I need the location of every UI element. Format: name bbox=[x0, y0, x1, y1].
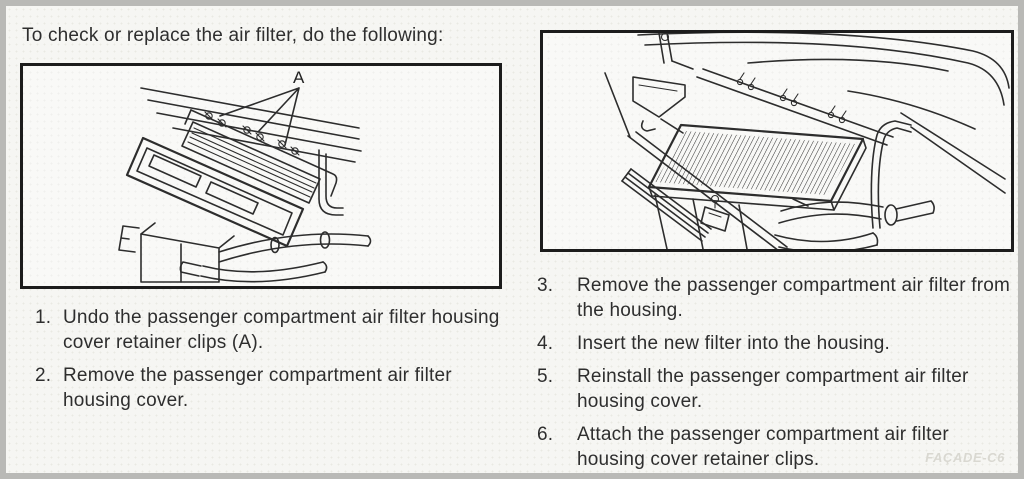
step-item-6: 6. Attach the passenger compartment air … bbox=[537, 422, 1015, 472]
step-text: Remove the passenger compartment air fil… bbox=[577, 275, 1011, 321]
step-number: 1. bbox=[35, 307, 52, 328]
step-number: 4. bbox=[537, 333, 554, 354]
air-filter-cover-illustration: A bbox=[118, 68, 372, 283]
step-item-2: 2. Remove the passenger compartment air … bbox=[35, 363, 501, 413]
steps-list-right: 3. Remove the passenger compartment air … bbox=[537, 273, 1015, 473]
retainer-clips bbox=[204, 111, 300, 156]
step-item-1: 1. Undo the passenger compartment air fi… bbox=[35, 305, 501, 355]
hoses bbox=[179, 231, 372, 283]
filter-slot-strip bbox=[181, 121, 321, 204]
step-text: Reinstall the passenger compartment air … bbox=[577, 366, 969, 412]
callout-a: A bbox=[219, 68, 305, 146]
hoses bbox=[774, 200, 935, 249]
watermark: FAÇADE-C6 bbox=[925, 450, 1005, 465]
left-bracket bbox=[604, 72, 686, 138]
step-item-4: 4. Insert the new filter into the housin… bbox=[537, 331, 1015, 356]
step-number: 5. bbox=[537, 366, 554, 387]
step-text: Insert the new filter into the housing. bbox=[577, 333, 891, 354]
callout-a-label: A bbox=[293, 68, 305, 87]
housing-edge-clips bbox=[696, 68, 894, 146]
steps-list-left: 1. Undo the passenger compartment air fi… bbox=[35, 305, 501, 421]
air-filter bbox=[647, 123, 867, 211]
housing-cover bbox=[125, 136, 305, 248]
right-panel-lines bbox=[847, 90, 1006, 194]
step-text: Undo the passenger compartment air filte… bbox=[63, 307, 500, 353]
step-text: Remove the passenger compartment air fil… bbox=[63, 365, 452, 411]
cowl-lines bbox=[637, 33, 1010, 106]
step-item-5: 5. Reinstall the passenger compartment a… bbox=[537, 364, 1015, 414]
step-number: 6. bbox=[537, 424, 554, 445]
step-number: 3. bbox=[537, 275, 554, 296]
sill-rail bbox=[621, 168, 730, 242]
figure-cover-clips-box: A bbox=[20, 63, 502, 289]
housing-opening-frame bbox=[184, 109, 338, 197]
heater-pipe bbox=[870, 120, 912, 229]
air-filter-removal-illustration bbox=[604, 33, 1010, 249]
panel-diagonals bbox=[627, 131, 788, 249]
hose-hook bbox=[318, 149, 344, 216]
intro-text: To check or replace the air filter, do t… bbox=[22, 25, 444, 46]
step-text: Attach the passenger compartment air fil… bbox=[577, 424, 949, 470]
figure-filter-removal-box bbox=[540, 30, 1014, 252]
step-item-3: 3. Remove the passenger compartment air … bbox=[537, 273, 1015, 323]
step-number: 2. bbox=[35, 365, 52, 386]
left-pillar bbox=[658, 33, 694, 70]
hvac-housing-box bbox=[118, 222, 235, 283]
